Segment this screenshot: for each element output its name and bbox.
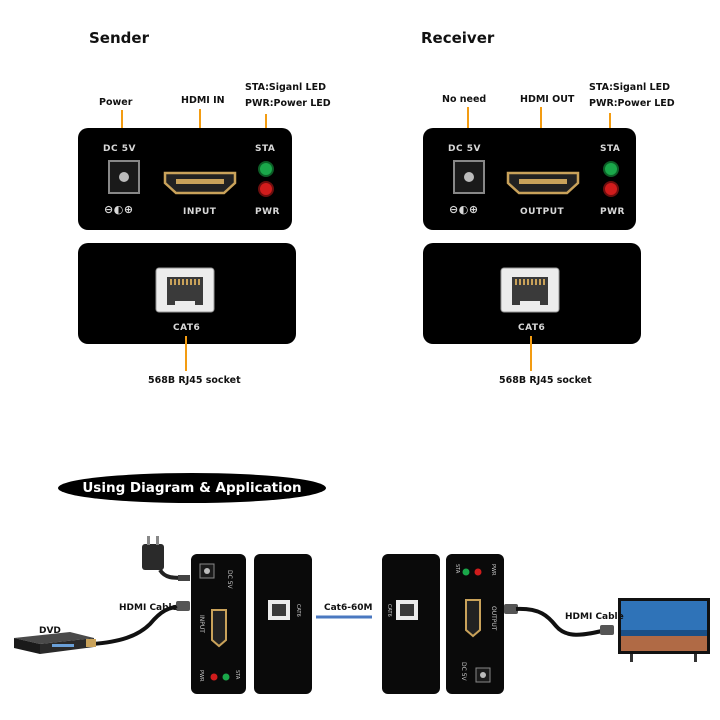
sta-led-icon bbox=[258, 161, 274, 177]
svg-text:STA: STA bbox=[234, 670, 240, 680]
receiver-back-panel: CAT6 bbox=[423, 243, 641, 344]
cat-link-label: Cat6-60M bbox=[324, 603, 373, 613]
sender-power-label: Power bbox=[99, 97, 133, 108]
receiver-front-panel: DC 5V ⊖◐⊕ OUTPUT STA PWR bbox=[423, 128, 636, 230]
receiver-power-pointer bbox=[467, 107, 469, 147]
sender-port-label: INPUT bbox=[183, 207, 217, 217]
rj45-socket-icon bbox=[155, 267, 215, 313]
receiver-port-label: OUTPUT bbox=[520, 207, 565, 217]
polarity-icon: ⊖◐⊕ bbox=[449, 203, 479, 216]
application-diagram: DC 5V INPUT PWR STA CAT6 CAT6 STA PWR OU… bbox=[14, 536, 710, 694]
sender-back-panel: CAT6 bbox=[78, 243, 296, 344]
receiver-cat-label: CAT6 bbox=[518, 323, 546, 333]
tv-icon bbox=[618, 598, 710, 662]
svg-text:DC 5V: DC 5V bbox=[226, 570, 233, 590]
pwr-led-icon bbox=[603, 181, 619, 197]
receiver-sta-panel-label: STA bbox=[600, 144, 621, 154]
svg-text:PWR: PWR bbox=[198, 670, 204, 682]
receiver-sta-pointer bbox=[609, 113, 611, 142]
svg-text:DC 5V: DC 5V bbox=[460, 662, 467, 682]
dvd-player-icon bbox=[14, 632, 94, 654]
receiver-power-label: No need bbox=[442, 94, 487, 105]
sender-device-front: DC 5V INPUT PWR STA bbox=[191, 554, 246, 694]
svg-text:CAT6: CAT6 bbox=[386, 604, 392, 617]
polarity-icon: ⊖◐⊕ bbox=[104, 203, 134, 216]
hdmi-port-icon bbox=[505, 170, 581, 196]
pwr-led-icon bbox=[258, 181, 274, 197]
sender-title: Sender bbox=[89, 29, 149, 47]
svg-text:PWR: PWR bbox=[490, 564, 496, 576]
dc-jack-icon bbox=[108, 160, 140, 194]
svg-text:OUTPUT: OUTPUT bbox=[490, 606, 497, 631]
rj45-socket-icon bbox=[500, 267, 560, 313]
sender-sta-panel-label: STA bbox=[255, 144, 276, 154]
receiver-device-back: CAT6 bbox=[382, 554, 440, 694]
dvd-label: DVD bbox=[39, 626, 61, 636]
receiver-sta-legend: STA:Siganl LED bbox=[589, 82, 670, 93]
hdmi-cable-right-label: HDMI Cable bbox=[565, 612, 624, 622]
receiver-socket-label: 568B RJ45 socket bbox=[499, 375, 592, 386]
receiver-socket-pointer bbox=[530, 336, 532, 371]
sender-front-panel: DC 5V ⊖◐⊕ INPUT STA PWR bbox=[78, 128, 292, 230]
sender-cat-label: CAT6 bbox=[173, 323, 201, 333]
sender-pwr-panel-label: PWR bbox=[255, 207, 280, 217]
sender-dc-label: DC 5V bbox=[103, 144, 136, 154]
sender-hdmi-label: HDMI IN bbox=[181, 95, 225, 106]
receiver-dc-label: DC 5V bbox=[448, 144, 481, 154]
sta-led-icon bbox=[603, 161, 619, 177]
hdmi-cable-left-label: HDMI Cable bbox=[119, 603, 178, 613]
svg-text:INPUT: INPUT bbox=[198, 615, 205, 633]
svg-text:CAT6: CAT6 bbox=[295, 604, 301, 617]
application-banner: Using Diagram & Application bbox=[58, 473, 326, 503]
receiver-hdmi-pointer bbox=[540, 107, 542, 147]
svg-text:STA: STA bbox=[454, 564, 460, 574]
sender-socket-pointer bbox=[185, 336, 187, 371]
hdmi-cable-right-icon bbox=[504, 604, 614, 637]
receiver-device-front: STA PWR OUTPUT DC 5V bbox=[446, 554, 504, 694]
receiver-pwr-panel-label: PWR bbox=[600, 207, 625, 217]
dc-jack-icon bbox=[453, 160, 485, 194]
sender-socket-label: 568B RJ45 socket bbox=[148, 375, 241, 386]
receiver-title: Receiver bbox=[421, 29, 495, 47]
hdmi-port-icon bbox=[162, 170, 238, 196]
hdmi-cable-left-icon bbox=[86, 601, 190, 647]
sender-pwr-legend: PWR:Power LED bbox=[245, 98, 331, 109]
power-adapter-icon bbox=[142, 536, 190, 581]
sender-sta-legend: STA:Siganl LED bbox=[245, 82, 326, 93]
receiver-pwr-legend: PWR:Power LED bbox=[589, 98, 675, 109]
receiver-hdmi-label: HDMI OUT bbox=[520, 94, 575, 105]
sender-device-back: CAT6 bbox=[254, 554, 312, 694]
